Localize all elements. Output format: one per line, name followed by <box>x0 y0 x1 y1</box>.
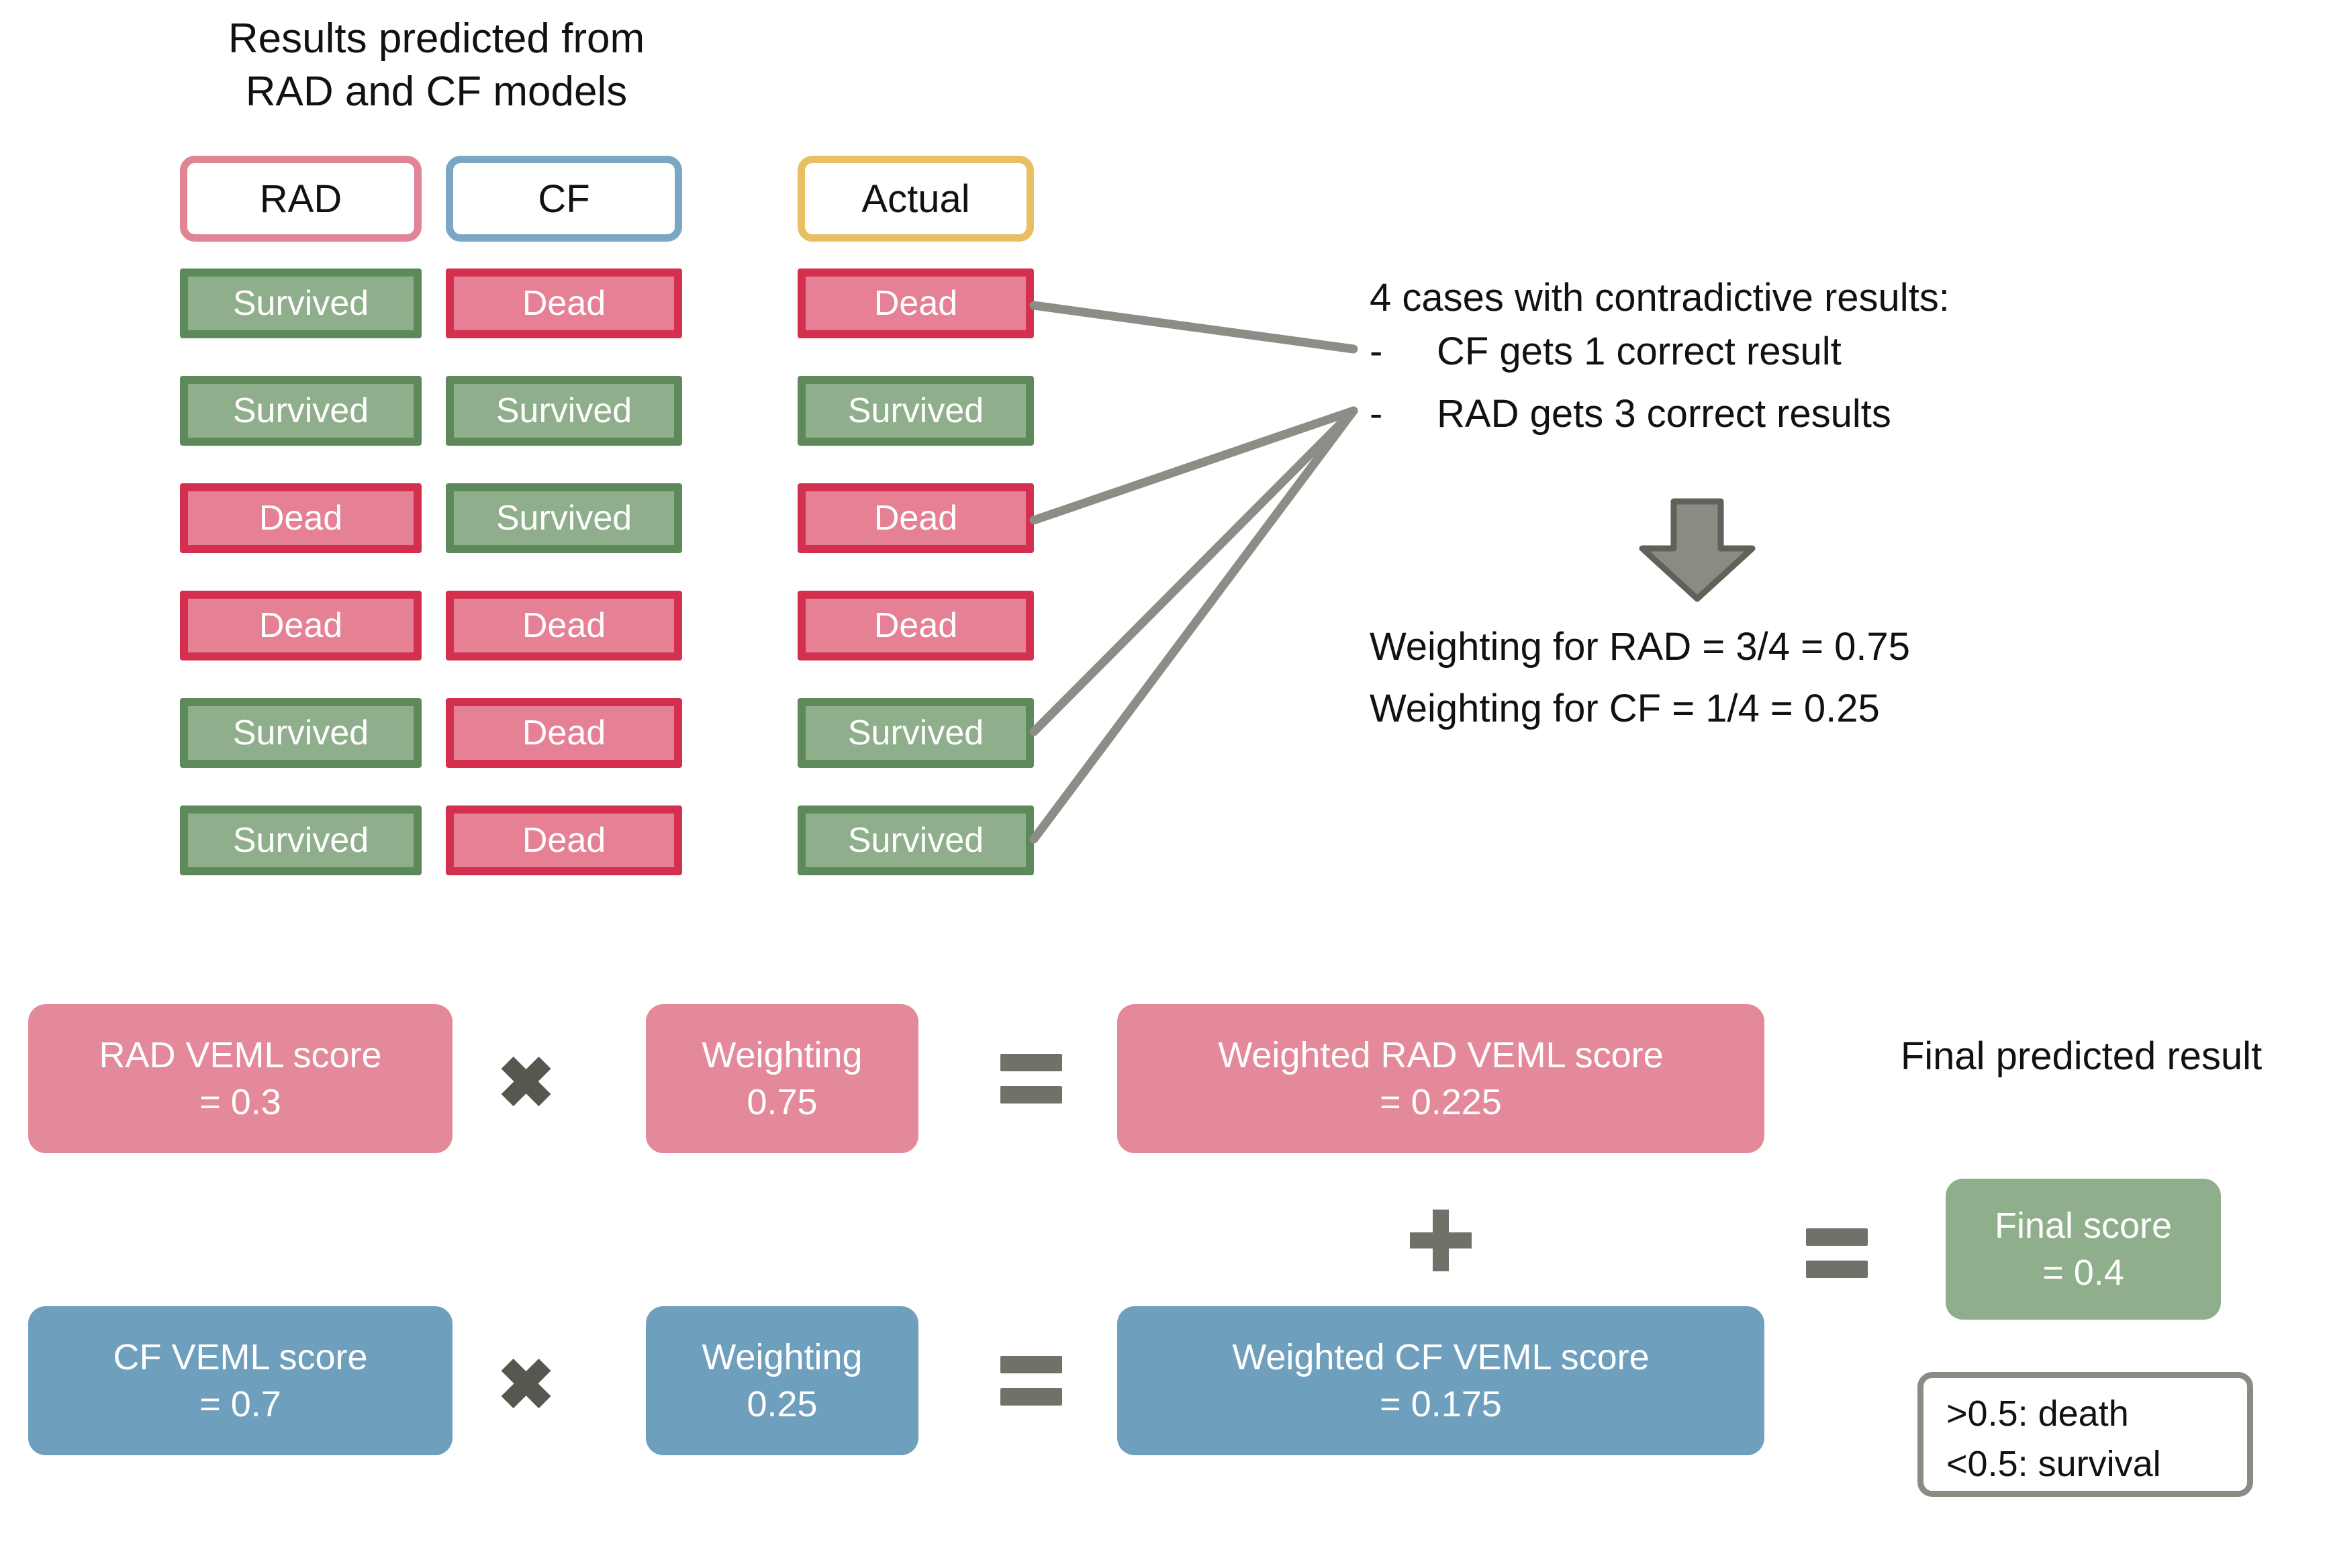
rad-veml-score-label: RAD VEML score <box>99 1034 382 1075</box>
rad-weighting-value: 0.75 <box>747 1082 818 1122</box>
bullet-marker-rad: - <box>1370 392 1383 436</box>
weighted-rad-label: Weighted RAD VEML score <box>1218 1034 1664 1075</box>
table-cell-cf-row6: Dead <box>446 805 682 875</box>
weighted-cf-value: = 0.175 <box>1380 1384 1502 1424</box>
down-block-arrow-icon <box>1639 498 1756 602</box>
final-predicted-result-label: Final predicted result <box>1900 1034 2263 1078</box>
threshold-legend-box: >0.5: death <0.5: survival <box>1917 1372 2253 1497</box>
equals-icon-rad <box>1000 1054 1062 1104</box>
weighted-cf-label: Weighted CF VEML score <box>1232 1336 1650 1377</box>
weighted-rad-value: = 0.225 <box>1380 1082 1502 1122</box>
weighting-rad-text: Weighting for RAD = 3/4 = 0.75 <box>1370 625 1910 669</box>
table-cell-actual-row5: Survived <box>798 698 1034 768</box>
table-cell-cf-row3: Survived <box>446 483 682 553</box>
weighting-cf-text: Weighting for CF = 1/4 = 0.25 <box>1370 687 1880 730</box>
cf-weighting-box: Weighting 0.25 <box>646 1306 918 1455</box>
rad-veml-score-box: RAD VEML score = 0.3 <box>28 1004 453 1153</box>
equals-icon-final <box>1806 1228 1868 1278</box>
table-cell-rad-row2: Survived <box>180 376 422 446</box>
weighted-cf-veml-score-box: Weighted CF VEML score = 0.175 <box>1117 1306 1764 1455</box>
cf-veml-score-label: CF VEML score <box>113 1336 368 1377</box>
legend-survival-rule: <0.5: survival <box>1946 1443 2161 1484</box>
table-cell-rad-row5: Survived <box>180 698 422 768</box>
cf-veml-score-box: CF VEML score = 0.7 <box>28 1306 453 1455</box>
bullet-marker-cf: - <box>1370 330 1383 373</box>
bullet-cf-correct: CF gets 1 correct result <box>1437 330 1842 373</box>
multiply-icon-rad: ✖ <box>497 1044 556 1122</box>
table-cell-actual-row1: Dead <box>798 268 1034 338</box>
multiply-icon-cf: ✖ <box>497 1346 556 1424</box>
weighted-rad-veml-score-box: Weighted RAD VEML score = 0.225 <box>1117 1004 1764 1153</box>
final-score-label: Final score <box>1994 1205 2173 1246</box>
table-cell-rad-row6: Survived <box>180 805 422 875</box>
bullet-rad-correct: RAD gets 3 correct results <box>1437 392 1891 436</box>
cf-veml-score-value: = 0.7 <box>199 1384 281 1424</box>
table-cell-cf-row4: Dead <box>446 591 682 660</box>
table-cell-rad-row1: Survived <box>180 268 422 338</box>
table-cell-cf-row2: Survived <box>446 376 682 446</box>
final-score-value: = 0.4 <box>2042 1253 2124 1293</box>
equals-icon-cf <box>1000 1356 1062 1406</box>
contradictive-results-heading: 4 cases with contradictive results: <box>1370 276 1950 320</box>
column-header-actual: Actual <box>798 156 1034 242</box>
table-cell-actual-row4: Dead <box>798 591 1034 660</box>
table-cell-rad-row3: Dead <box>180 483 422 553</box>
cf-weighting-value: 0.25 <box>747 1384 818 1424</box>
rad-weighting-box: Weighting 0.75 <box>646 1004 918 1153</box>
cf-weighting-label: Weighting <box>702 1336 863 1377</box>
table-cell-actual-row3: Dead <box>798 483 1034 553</box>
table-cell-actual-row2: Survived <box>798 376 1034 446</box>
column-header-cf: CF <box>446 156 682 242</box>
legend-death-rule: >0.5: death <box>1946 1393 2129 1434</box>
table-cell-rad-row4: Dead <box>180 591 422 660</box>
rad-veml-score-value: = 0.3 <box>199 1082 281 1122</box>
table-cell-actual-row6: Survived <box>798 805 1034 875</box>
final-score-box: Final score = 0.4 <box>1946 1179 2221 1320</box>
table-cell-cf-row1: Dead <box>446 268 682 338</box>
plus-icon <box>1410 1210 1472 1271</box>
page-title: Results predicted from RAD and CF models <box>228 15 645 115</box>
column-header-rad: RAD <box>180 156 422 242</box>
table-cell-cf-row5: Dead <box>446 698 682 768</box>
rad-weighting-label: Weighting <box>702 1034 863 1075</box>
